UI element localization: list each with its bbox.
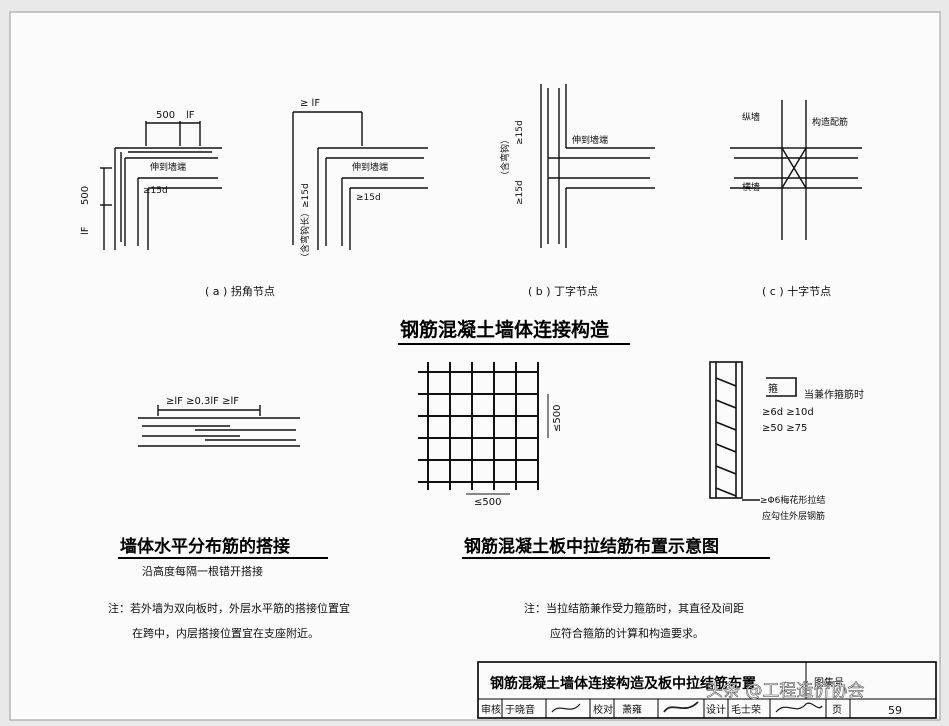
drawing-title: 钢筋混凝土墙体连接构造及板中拉结筋布置 [490, 675, 756, 692]
detail-c-cross-joint [730, 100, 862, 240]
detail-a-corner-joint [100, 121, 222, 250]
lap-title: 墙体水平分布筋的搭接 [120, 536, 290, 557]
tie-label: 箍 [768, 382, 778, 395]
label-t-15d-bottom: ≥15d [515, 180, 525, 205]
tie-grid-drawing [418, 362, 539, 490]
lap-subtitle: 沿高度每隔一根错开搭接 [142, 564, 263, 578]
tie-detail-drawing [709, 361, 797, 501]
detail-b-t-joint [540, 84, 655, 248]
caption-b: ( b ) 丁字节点 [528, 284, 598, 298]
watermark: 头条 @工程造价协会 [706, 681, 864, 701]
label-anchor-length: （含弯钩长）≥15d [299, 183, 311, 262]
label-t-to-end: 伸到墙端 [572, 134, 608, 146]
proof-name: 萧雍 [622, 703, 642, 716]
label-to-end-a: 伸到墙端 [150, 161, 186, 173]
dim-15d-a: ≥15d [143, 186, 168, 196]
label-t-15d-top: ≥15d [515, 120, 525, 145]
tie-bottom2: 应勾住外层钢筋 [762, 510, 825, 522]
dim-lf-b: ≥ lF [300, 98, 320, 109]
note-right-2: 应符合箍筋的计算和构造要求。 [550, 626, 704, 640]
grid-dim-h: ≤500 [474, 497, 501, 508]
paper [9, 11, 941, 721]
design-signature [775, 702, 823, 713]
note-left-2: 在跨中，内层搭接位置宜在支座附近。 [132, 626, 319, 640]
check-signature [551, 703, 581, 713]
design-name: 毛士荣 [731, 703, 761, 716]
label-x-column: 纵墙 [742, 111, 760, 123]
dim-15d-a2: ≥15d [356, 193, 381, 203]
detail-a2-corner-joint [292, 111, 428, 250]
grid-title: 钢筋混凝土板中拉结筋布置示意图 [464, 536, 719, 557]
tie-note-when: 当兼作箍筋时 [804, 388, 864, 401]
design-label: 设计 [706, 703, 726, 716]
dim-500-side: 500 [80, 186, 91, 205]
page-label: 页 [832, 704, 842, 716]
label-t-hook: （含弯钩） [499, 135, 511, 180]
label-x-stirrup: 构造配筋 [812, 116, 848, 128]
note-right-1: 注：当拉结筋兼作受力箍筋时，其直径及间距 [524, 601, 744, 615]
check-label: 审核 [481, 703, 501, 716]
lap-splice-drawing [138, 405, 300, 447]
dim-lf-top: lF [186, 110, 195, 121]
section-title-top: 钢筋混凝土墙体连接构造 [400, 318, 610, 341]
title-block [477, 661, 937, 719]
page-number: 59 [888, 704, 902, 717]
proof-label: 校对 [593, 703, 613, 716]
check-name: 于晓音 [505, 703, 535, 716]
tie-row2: ≥50 ≥75 [762, 423, 807, 434]
dim-500-top: 500 [156, 110, 175, 121]
atlas-label: 图集号 [814, 676, 844, 689]
tie-grid-dims [466, 394, 549, 495]
lap-dims: ≥lF ≥0.3lF ≥lF [166, 396, 239, 407]
tie-row1: ≥6d ≥10d [762, 407, 814, 418]
caption-c: ( c ) 十字节点 [762, 284, 831, 298]
tie-bottom1: ≥Φ6梅花形拉结 [760, 494, 825, 506]
note-left-1: 注：若外墙为双向板时，外层水平筋的搭接位置宜 [108, 601, 350, 615]
label-x-wall: 横墙 [742, 181, 760, 193]
dim-lf-side: lF [80, 226, 91, 235]
caption-a: ( a ) 拐角节点 [205, 284, 275, 298]
proof-signature [663, 701, 699, 713]
grid-dim-v: ≤500 [552, 405, 563, 432]
label-to-end-a2: 伸到墙端 [352, 161, 388, 173]
